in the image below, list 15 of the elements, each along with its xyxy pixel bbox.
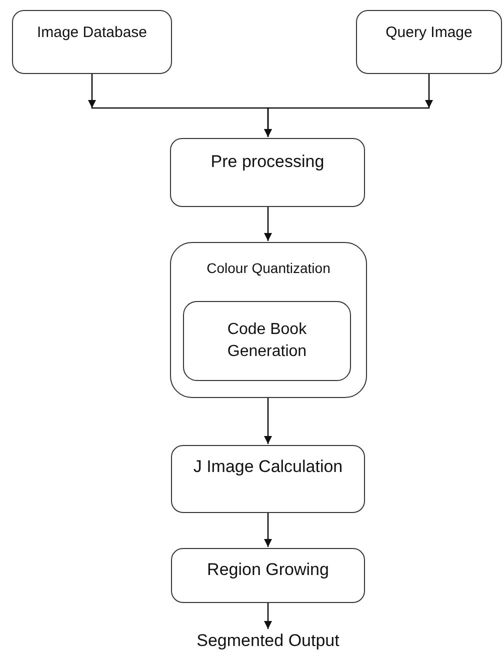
box-label: Pre processing: [210, 151, 324, 173]
box-label: Colour Quantization: [206, 259, 330, 278]
process-box: [170, 242, 367, 398]
box-label: Code Book Generation: [226, 320, 308, 362]
process-box: [171, 445, 365, 513]
box-label: J Image Calculation: [193, 456, 343, 478]
process-box: [171, 548, 365, 603]
process-box: [356, 10, 502, 74]
process-box: [12, 10, 172, 74]
output-label: Segmented Output: [196, 630, 340, 652]
box-label: Region Growing: [207, 559, 329, 581]
process-box: [183, 301, 351, 381]
box-label: Image Database: [36, 23, 148, 43]
process-box: [170, 138, 365, 207]
box-label: Query Image: [386, 23, 472, 43]
